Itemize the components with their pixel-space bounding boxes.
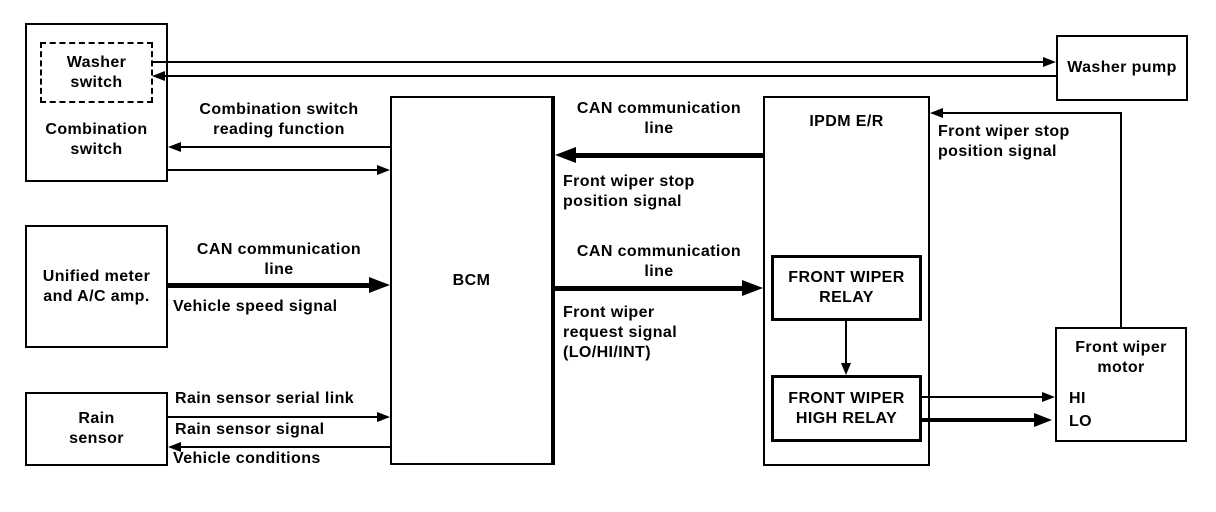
- combination-switch-output-line: [168, 169, 377, 171]
- rain-sensor-serial-line: [168, 416, 377, 418]
- unified-meter-label-line1: Unified meter: [42, 267, 151, 285]
- can-line-left-label-line1: CAN communication: [196, 241, 362, 258]
- front-wiper-high-relay-node: FRONT WIPER HIGH RELAY: [771, 375, 922, 442]
- can-line-bcm-to-ipdm: [555, 286, 742, 291]
- arrowhead-left-icon: [930, 108, 943, 118]
- front-wiper-request-signal-label-line3: (LO/HI/INT): [563, 344, 651, 361]
- arrowhead-right-icon: [1043, 57, 1056, 67]
- front-wiper-motor-node: Front wiper motor HI LO: [1055, 327, 1187, 442]
- can-line-top-label-line1: CAN communication: [576, 100, 742, 117]
- arrowhead-right-thick-icon: [742, 280, 763, 296]
- combination-switch-label-line1: Combination: [45, 121, 148, 138]
- arrowhead-right-thick-icon: [1034, 413, 1052, 427]
- front-wiper-stop-position-mid-label: Front wiper stop position signal: [563, 172, 695, 212]
- front-wiper-request-signal-label: Front wiper request signal (LO/HI/INT): [563, 303, 677, 363]
- front-wiper-motor-label-line1: Front wiper: [1075, 339, 1167, 356]
- can-line-left-label-line2: line: [264, 261, 294, 278]
- wiper-lo-line: [922, 418, 1034, 422]
- rain-sensor-node: Rain sensor: [25, 392, 168, 466]
- rain-sensor-signal-label: Rain sensor signal: [175, 421, 325, 438]
- relay-to-high-relay-line: [845, 321, 847, 363]
- front-wiper-request-signal-label-line1: Front wiper: [563, 304, 655, 321]
- front-wiper-stop-position-right-label: Front wiper stop position signal: [938, 122, 1070, 162]
- front-wiper-motor-hi-terminal: HI: [1069, 390, 1086, 407]
- can-line-bottom-label-line1: CAN communication: [576, 243, 742, 260]
- vehicle-conditions-line: [181, 446, 390, 448]
- arrowhead-right-icon: [1042, 392, 1055, 402]
- washer-pump-node: Washer pump: [1056, 35, 1188, 101]
- washer-pump-label: Washer pump: [1067, 59, 1177, 76]
- arrowhead-left-icon: [168, 142, 181, 152]
- front-wiper-stop-position-mid-label-line1: Front wiper stop: [563, 173, 695, 190]
- arrowhead-left-icon: [168, 442, 181, 452]
- front-wiper-relay-label-line1: FRONT WIPER: [788, 269, 905, 286]
- washer-switch-node: Washer switch: [40, 42, 153, 103]
- wiper-hi-line: [922, 396, 1042, 398]
- combination-switch-reading-label-line1: Combination switch: [199, 101, 359, 118]
- vehicle-conditions-label: Vehicle conditions: [173, 450, 321, 467]
- unified-meter-label-line2: and A/C amp.: [43, 287, 150, 305]
- can-line-top-label-line2: line: [644, 120, 674, 137]
- combination-switch-reading-label: Combination switch reading function: [168, 100, 390, 140]
- vehicle-speed-signal-label: Vehicle speed signal: [173, 298, 338, 315]
- front-wiper-motor-label-line2: motor: [1097, 359, 1145, 376]
- rain-sensor-label-line2: sensor: [69, 430, 124, 447]
- arrowhead-right-thick-icon: [369, 277, 390, 293]
- combination-switch-read-line: [181, 146, 390, 148]
- front-wiper-relay-node: FRONT WIPER RELAY: [771, 255, 922, 321]
- front-wiper-stop-position-right-label-line2: position signal: [938, 143, 1057, 160]
- bcm-label: BCM: [452, 271, 491, 289]
- combination-switch-label-line2: switch: [70, 141, 123, 158]
- arrowhead-left-icon: [152, 71, 165, 81]
- front-wiper-relay-label-line2: RELAY: [819, 289, 874, 306]
- rain-sensor-label-line1: Rain: [78, 410, 115, 427]
- front-wiper-request-signal-label-line2: request signal: [563, 324, 678, 341]
- washer-pump-supply-line: [152, 61, 1043, 63]
- front-wiper-high-relay-label-line2: HIGH RELAY: [795, 409, 898, 427]
- combination-switch-reading-label-line2: reading function: [213, 121, 345, 138]
- washer-pump-return-line: [165, 75, 1056, 77]
- can-line-bottom-label-line2: line: [644, 263, 674, 280]
- combination-switch-label: Combination switch: [25, 120, 168, 160]
- front-wiper-high-relay-label-line1: FRONT WIPER: [788, 389, 905, 407]
- rain-sensor-serial-link-label: Rain sensor serial link: [175, 390, 355, 407]
- can-line-bottom-label: CAN communication line: [555, 242, 763, 282]
- stop-position-feedback-vline: [1120, 112, 1122, 327]
- can-line-top-label: CAN communication line: [555, 99, 763, 139]
- can-line-left-label: CAN communication line: [168, 240, 390, 280]
- bcm-node: BCM: [390, 96, 555, 465]
- front-wiper-stop-position-right-label-line1: Front wiper stop: [938, 123, 1070, 140]
- front-wiper-stop-position-mid-label-line2: position signal: [563, 193, 682, 210]
- ipdm-label: IPDM E/R: [809, 113, 884, 130]
- washer-switch-label-line1: Washer: [66, 53, 127, 71]
- can-line-ipdm-to-bcm: [576, 153, 763, 158]
- can-line-meter-to-bcm: [168, 283, 369, 288]
- arrowhead-right-icon: [377, 165, 390, 175]
- washer-switch-label-line2: switch: [70, 73, 123, 91]
- arrowhead-right-icon: [377, 412, 390, 422]
- unified-meter-node: Unified meter and A/C amp.: [25, 225, 168, 348]
- arrowhead-left-thick-icon: [555, 147, 576, 163]
- stop-position-feedback-hline: [943, 112, 1122, 114]
- front-wiper-motor-lo-terminal: LO: [1069, 413, 1093, 430]
- arrowhead-down-icon: [841, 363, 851, 375]
